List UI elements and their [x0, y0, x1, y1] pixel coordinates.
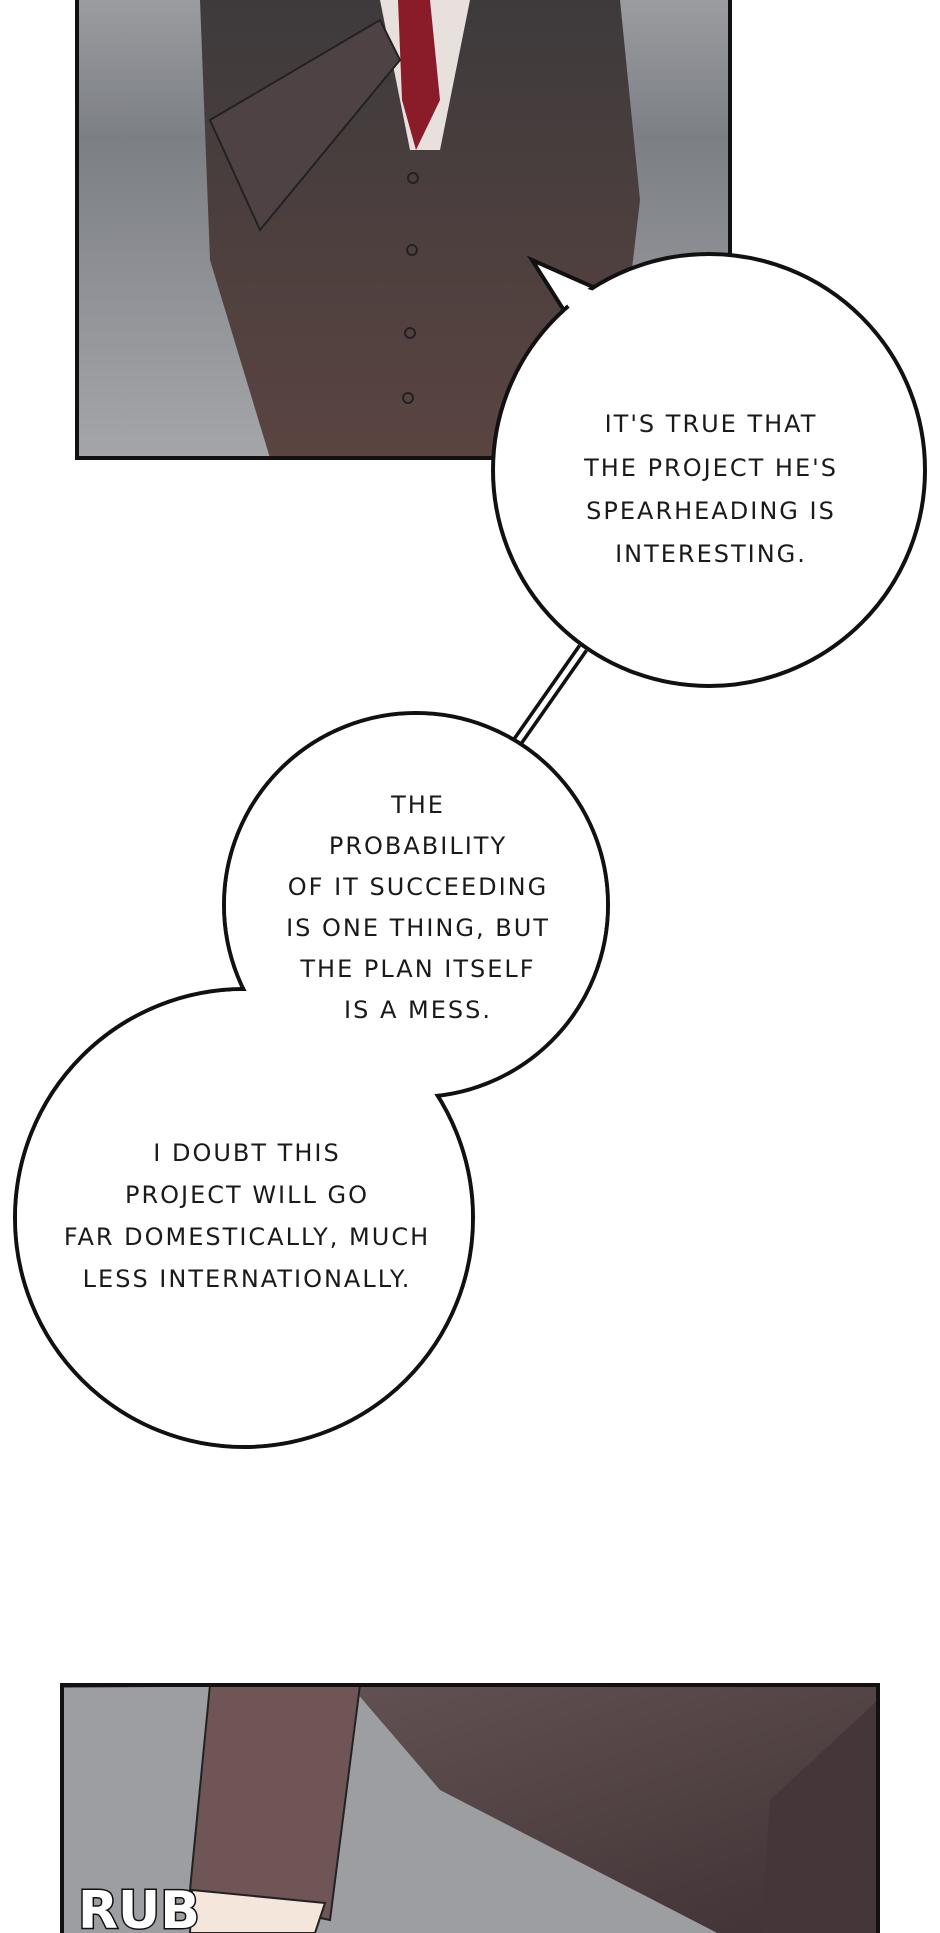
top-panel [75, 0, 732, 460]
bubble-1-line-1: IT'S TRUE THAT [605, 410, 818, 438]
shirt-cuff [188, 1888, 327, 1933]
sleeve [188, 1685, 362, 1922]
bubble-2-line-3: OF IT SUCCEEDING [288, 873, 548, 901]
bubble-2-line-6: IS A MESS. [344, 996, 492, 1024]
bottom-panel: RUB [60, 1683, 880, 1933]
bubble-3-line-3: FAR DOMESTICALLY, MUCH [64, 1223, 430, 1251]
bubble-3-line-4: LESS INTERNATIONALLY. [83, 1265, 412, 1293]
bubble-2-line-5: THE PLAN ITSELF [299, 955, 535, 983]
bubble-2-line-2: PROBABILITY [329, 832, 507, 860]
sound-effect-rub: RUB [78, 1881, 200, 1933]
speech-bubble-1: IT'S TRUE THAT THE PROJECT HE'S SPEARHEA… [491, 252, 927, 688]
bubble-2-line-1: THE [390, 791, 445, 819]
bubble-1-line-3: SPEARHEADING IS [586, 497, 836, 525]
tie [398, 0, 440, 150]
bubble-1-line-4: INTERESTING. [615, 540, 807, 568]
panel-border [75, 0, 732, 460]
bubble-2-line-4: IS ONE THING, BUT [286, 914, 550, 942]
speech-bubble-merged: THE PROBABILITY OF IT SUCCEEDING IS ONE … [13, 711, 610, 1449]
bubble-3-line-1: I DOUBT THIS [153, 1139, 340, 1167]
bubble-1-line-2: THE PROJECT HE'S [583, 454, 838, 482]
panel-border [60, 1683, 880, 1933]
bubble-connector-inner [510, 646, 586, 750]
bubble-3-line-2: PROJECT WILL GO [125, 1181, 369, 1209]
